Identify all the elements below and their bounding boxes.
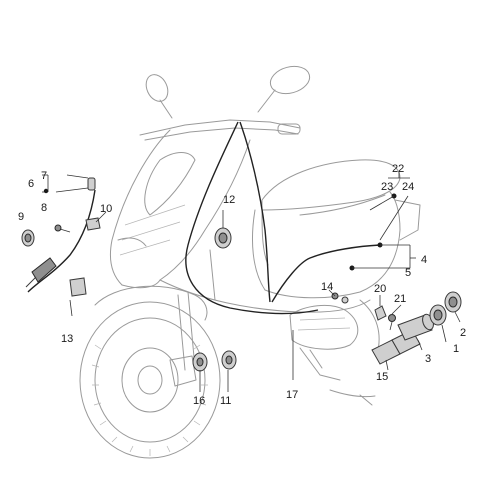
part-1: [429, 304, 447, 326]
callout-4: 4: [421, 254, 427, 266]
parts: [21, 177, 462, 372]
cable-throttle: [239, 121, 271, 303]
part-20: [374, 305, 387, 321]
part-7: [87, 177, 96, 191]
callout-13: 13: [61, 333, 73, 345]
cable-speedometer: [27, 189, 96, 293]
part-9: [21, 229, 35, 247]
callout-21: 21: [394, 293, 406, 305]
scooter-outline: [79, 65, 421, 459]
callout-15: 15: [376, 371, 388, 383]
part-11: [221, 350, 237, 370]
cables: [27, 121, 381, 315]
leader-lines: [42, 172, 461, 392]
part-2: [444, 291, 462, 313]
callout-6: 6: [28, 178, 34, 190]
callout-11: 11: [220, 395, 231, 407]
callout-7: 7: [41, 170, 47, 182]
callout-16: 16: [193, 395, 205, 407]
bullet-markers: [43, 188, 49, 194]
part-14: [331, 292, 349, 304]
callout-2: 2: [460, 327, 466, 339]
bullet-6: [43, 188, 49, 194]
callout-20: 20: [374, 283, 386, 295]
callout-22: 22: [392, 163, 404, 175]
mirror-right: [257, 65, 311, 113]
mirror-left: [145, 74, 173, 119]
front-wheel: [79, 301, 221, 459]
callout-labels: 2 1 3 4 5 6 7 8 9 10 11 12 13 14 15 16 1…: [18, 163, 466, 407]
callout-5: 5: [405, 267, 411, 279]
callout-3: 3: [425, 353, 431, 365]
speedometer-cable-end: [25, 257, 57, 288]
callout-14: 14: [321, 281, 333, 293]
callout-17: 17: [286, 389, 298, 401]
part-12: [214, 227, 232, 249]
part-16: [192, 352, 208, 372]
part-8: [54, 224, 71, 233]
callout-9: 9: [18, 211, 24, 223]
part-21: [388, 314, 396, 331]
callout-24: 24: [402, 181, 414, 193]
callout-1: 1: [453, 343, 459, 355]
cable-harness-main: [185, 121, 319, 315]
part-13: [69, 277, 87, 297]
callout-12: 12: [223, 194, 235, 206]
cable-rear: [271, 244, 381, 303]
callout-23: 23: [381, 181, 393, 193]
callout-8: 8: [41, 202, 47, 214]
callout-10: 10: [100, 203, 112, 215]
